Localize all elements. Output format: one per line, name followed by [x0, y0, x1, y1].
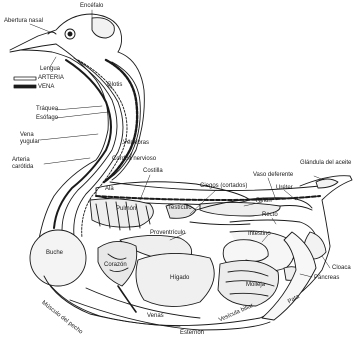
label-esofago: Esófago: [36, 115, 58, 122]
beak-lower: [10, 44, 56, 52]
label-lengua: Lengua: [40, 66, 60, 73]
legend-artery-label: ARTERIA: [38, 75, 64, 82]
crop: [30, 230, 86, 286]
tongue: [20, 50, 70, 58]
label-buche: Buche: [46, 250, 63, 257]
legend-vein-label: VENA: [38, 84, 54, 91]
label-vaso-deferente: Vaso deferente: [253, 172, 293, 179]
label-glotis: Glotis: [107, 82, 122, 89]
legend-artery-swatch: [14, 77, 36, 80]
label-pancreas: Páncreas: [314, 275, 339, 282]
label-glandula-aceite: Glándula del aceite: [300, 160, 351, 167]
label-recto: Recto: [262, 212, 278, 219]
ureter: [280, 206, 312, 211]
label-corazon: Corazón: [104, 262, 127, 269]
label-cloaca: Cloaca: [332, 265, 351, 272]
label-ureter: Uréter: [276, 185, 293, 192]
label-cordon-nervioso: Cordón nervioso: [112, 156, 156, 163]
label-esternon: Esternón: [180, 330, 204, 337]
label-ala: Ala: [105, 186, 114, 193]
label-rinon: Riñón: [256, 198, 272, 205]
label-vertebras: Vértebras: [123, 140, 149, 147]
label-pulmon: Pulmón: [116, 206, 136, 213]
label-costilla: Costilla: [143, 168, 163, 175]
label-higado: Hígado: [170, 275, 189, 282]
label-vena-yugular: Vena yugular: [20, 132, 40, 146]
label-encefalo: Encéfalo: [80, 3, 103, 10]
veins: [118, 286, 136, 312]
label-molleja: Molleja: [246, 282, 265, 289]
label-ciegos: Ciegos (cortados): [200, 183, 247, 190]
legend-vein-swatch: [14, 85, 36, 88]
ceca: [190, 222, 250, 225]
label-proventriculo: Proventrículo: [150, 230, 185, 237]
label-traquea: Tráquea: [36, 106, 58, 113]
oil-gland: [316, 179, 338, 188]
brain: [92, 18, 114, 38]
label-venas: Venas: [147, 313, 164, 320]
label-intestino: Intestino: [248, 231, 271, 238]
label-abertura-nasal: Abertura nasal: [4, 18, 43, 25]
vertebrae: [104, 60, 137, 182]
eye-pupil: [68, 32, 72, 36]
label-arteria-carotida: Arteria carótida: [12, 157, 33, 171]
label-testiculo: Testículo: [168, 205, 192, 212]
